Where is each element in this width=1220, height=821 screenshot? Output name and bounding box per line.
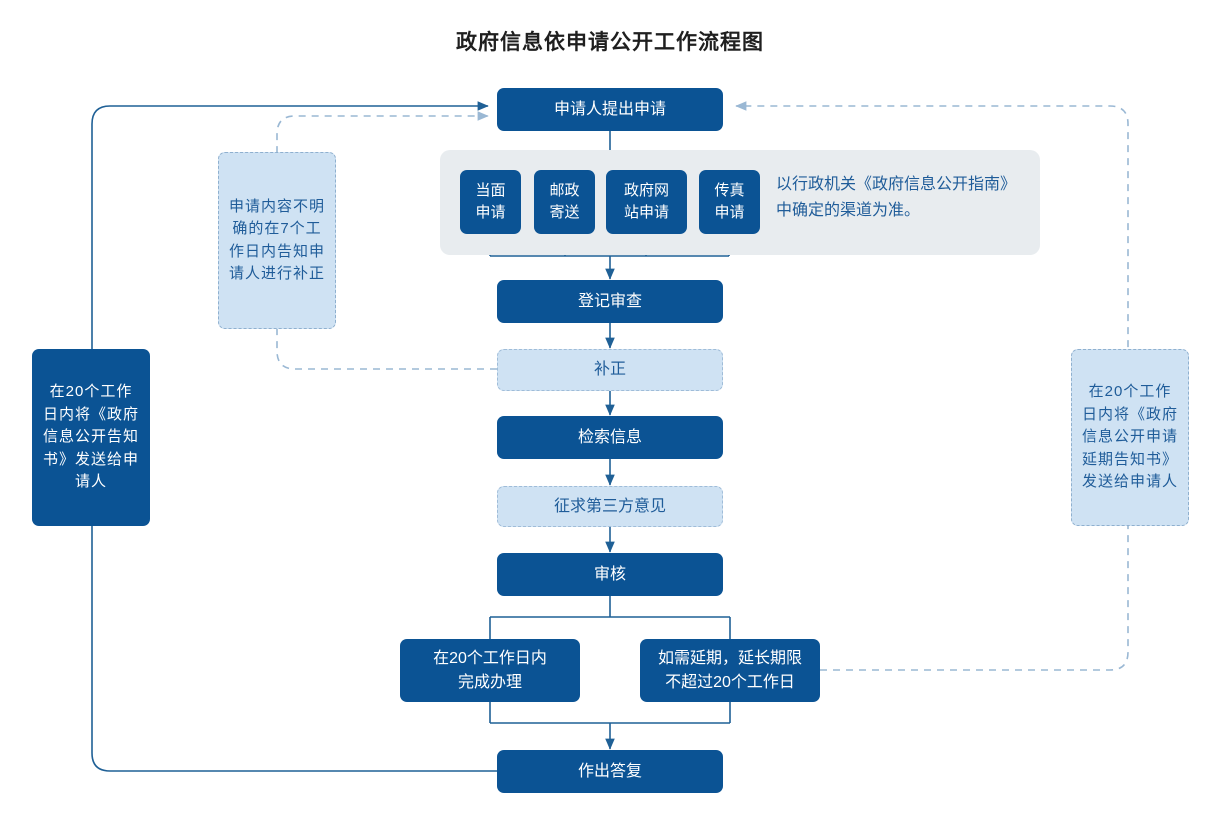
node-reply[interactable]: 作出答复 (497, 750, 723, 793)
page-title: 政府信息依申请公开工作流程图 (456, 31, 764, 54)
node-retrieve-info[interactable]: 检索信息 (497, 416, 723, 459)
channel-note-text: 以行政机关《政府信息公开指南》 中确定的渠道为准。 (776, 176, 1017, 220)
annotation-supplement-note: 申请内容不明确的在7个工作日内告知申请人进行补正 (218, 152, 336, 329)
node-channel-in-person[interactable]: 当面 申请 (460, 170, 521, 234)
node-audit[interactable]: 审核 (497, 553, 723, 596)
annotation-extension-notice: 在20个工作日内将《政府信息公开申请延期告知书》 发送给申请人 (1071, 349, 1189, 526)
node-complete-in-20-days[interactable]: 在20个工作日内 完成办理 (400, 639, 580, 702)
node-supplement[interactable]: 补正 (497, 349, 723, 391)
node-extension[interactable]: 如需延期，延长期限 不超过20个工作日 (640, 639, 820, 702)
node-channel-fax[interactable]: 传真 申请 (699, 170, 760, 234)
node-third-party-opinion[interactable]: 征求第三方意见 (497, 486, 723, 527)
node-channel-website[interactable]: 政府网 站申请 (606, 170, 687, 234)
annotation-notice-letter: 在20个工作日内将《政府信息公开告知书》发送给申请人 (32, 349, 150, 526)
node-register-review[interactable]: 登记审查 (497, 280, 723, 323)
node-channel-postal[interactable]: 邮政 寄送 (534, 170, 595, 234)
node-start[interactable]: 申请人提出申请 (497, 88, 723, 131)
